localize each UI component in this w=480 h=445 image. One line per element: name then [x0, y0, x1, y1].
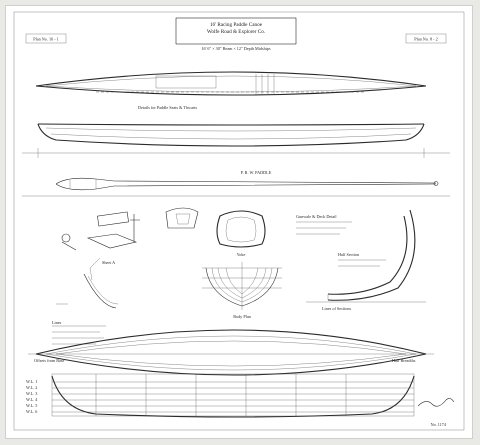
right-notes: Gunwale & Deck Detail Half Section — [296, 214, 386, 267]
right-note-mid: Half Section — [338, 252, 360, 257]
paddle-drawing: P. R. W. PADDLE — [22, 170, 450, 197]
left-plan-box: Plan No. 16 - 1 — [25, 33, 67, 44]
detail-note-a: Sheet A — [102, 260, 115, 265]
body-plan: Body Plan — [202, 262, 282, 319]
canoe-side-profile — [22, 123, 450, 158]
stem-half-section: Lines of Sections — [306, 209, 426, 311]
svg-text:Plan No. 16 - 1: Plan No. 16 - 1 — [33, 37, 58, 42]
title-line-2: Wolfe Road & Explorer Co. — [207, 28, 265, 35]
canoe-plan-drawing: 16' Racing Paddle Canoe Wolfe Road & Exp… — [13, 11, 465, 431]
drawing-sheet: 16' Racing Paddle Canoe Wolfe Road & Exp… — [6, 6, 472, 438]
left-lines-note: Offsets from Base — [34, 358, 65, 363]
signature-mark — [417, 398, 455, 407]
top-plan-note: Details for Paddle Seats & Thwarts — [138, 105, 197, 110]
title-line-3: 16' 6" × 30" Beam × 12" Depth Midships — [201, 46, 271, 51]
sheet-border — [13, 11, 465, 431]
body-plan-label: Body Plan — [233, 314, 251, 319]
left-details: Sheet A — [56, 207, 199, 309]
sheet-number: No. 1174 — [431, 422, 447, 427]
station-label-1: W.L. 1 — [26, 379, 37, 384]
svg-text:Plan No. 8 - 2: Plan No. 8 - 2 — [414, 37, 437, 42]
yoke-detail: Yoke — [216, 210, 266, 257]
right-plan-box: Plan No. 8 - 2 — [405, 33, 447, 44]
yoke-label: Yoke — [237, 252, 246, 257]
sections-label: Lines of Sections — [322, 306, 351, 311]
right-note-top: Gunwale & Deck Detail — [296, 214, 337, 219]
station-label-5: W.L. 5 — [26, 403, 37, 408]
lines-plan: Lines Offsets from Base Half Breadths — [28, 320, 434, 376]
title-block: 16' Racing Paddle Canoe Wolfe Road & Exp… — [175, 17, 297, 51]
station-label-2: W.L. 2 — [26, 385, 37, 390]
station-label-6: W.L. 6 — [26, 409, 37, 414]
title-line-1: 16' Racing Paddle Canoe — [210, 22, 263, 28]
lines-profile: W.L. 1 W.L. 2 W.L. 3 W.L. 4 W.L. 5 W.L. … — [26, 373, 415, 418]
station-label-3: W.L. 3 — [26, 391, 37, 396]
paddle-label: P. R. W. PADDLE — [241, 170, 272, 175]
canoe-top-plan: Details for Paddle Seats & Thwarts — [35, 71, 427, 110]
station-label-4: W.L. 4 — [26, 397, 38, 402]
right-lines-note: Half Breadths — [392, 358, 416, 363]
lines-label: Lines — [52, 320, 62, 325]
